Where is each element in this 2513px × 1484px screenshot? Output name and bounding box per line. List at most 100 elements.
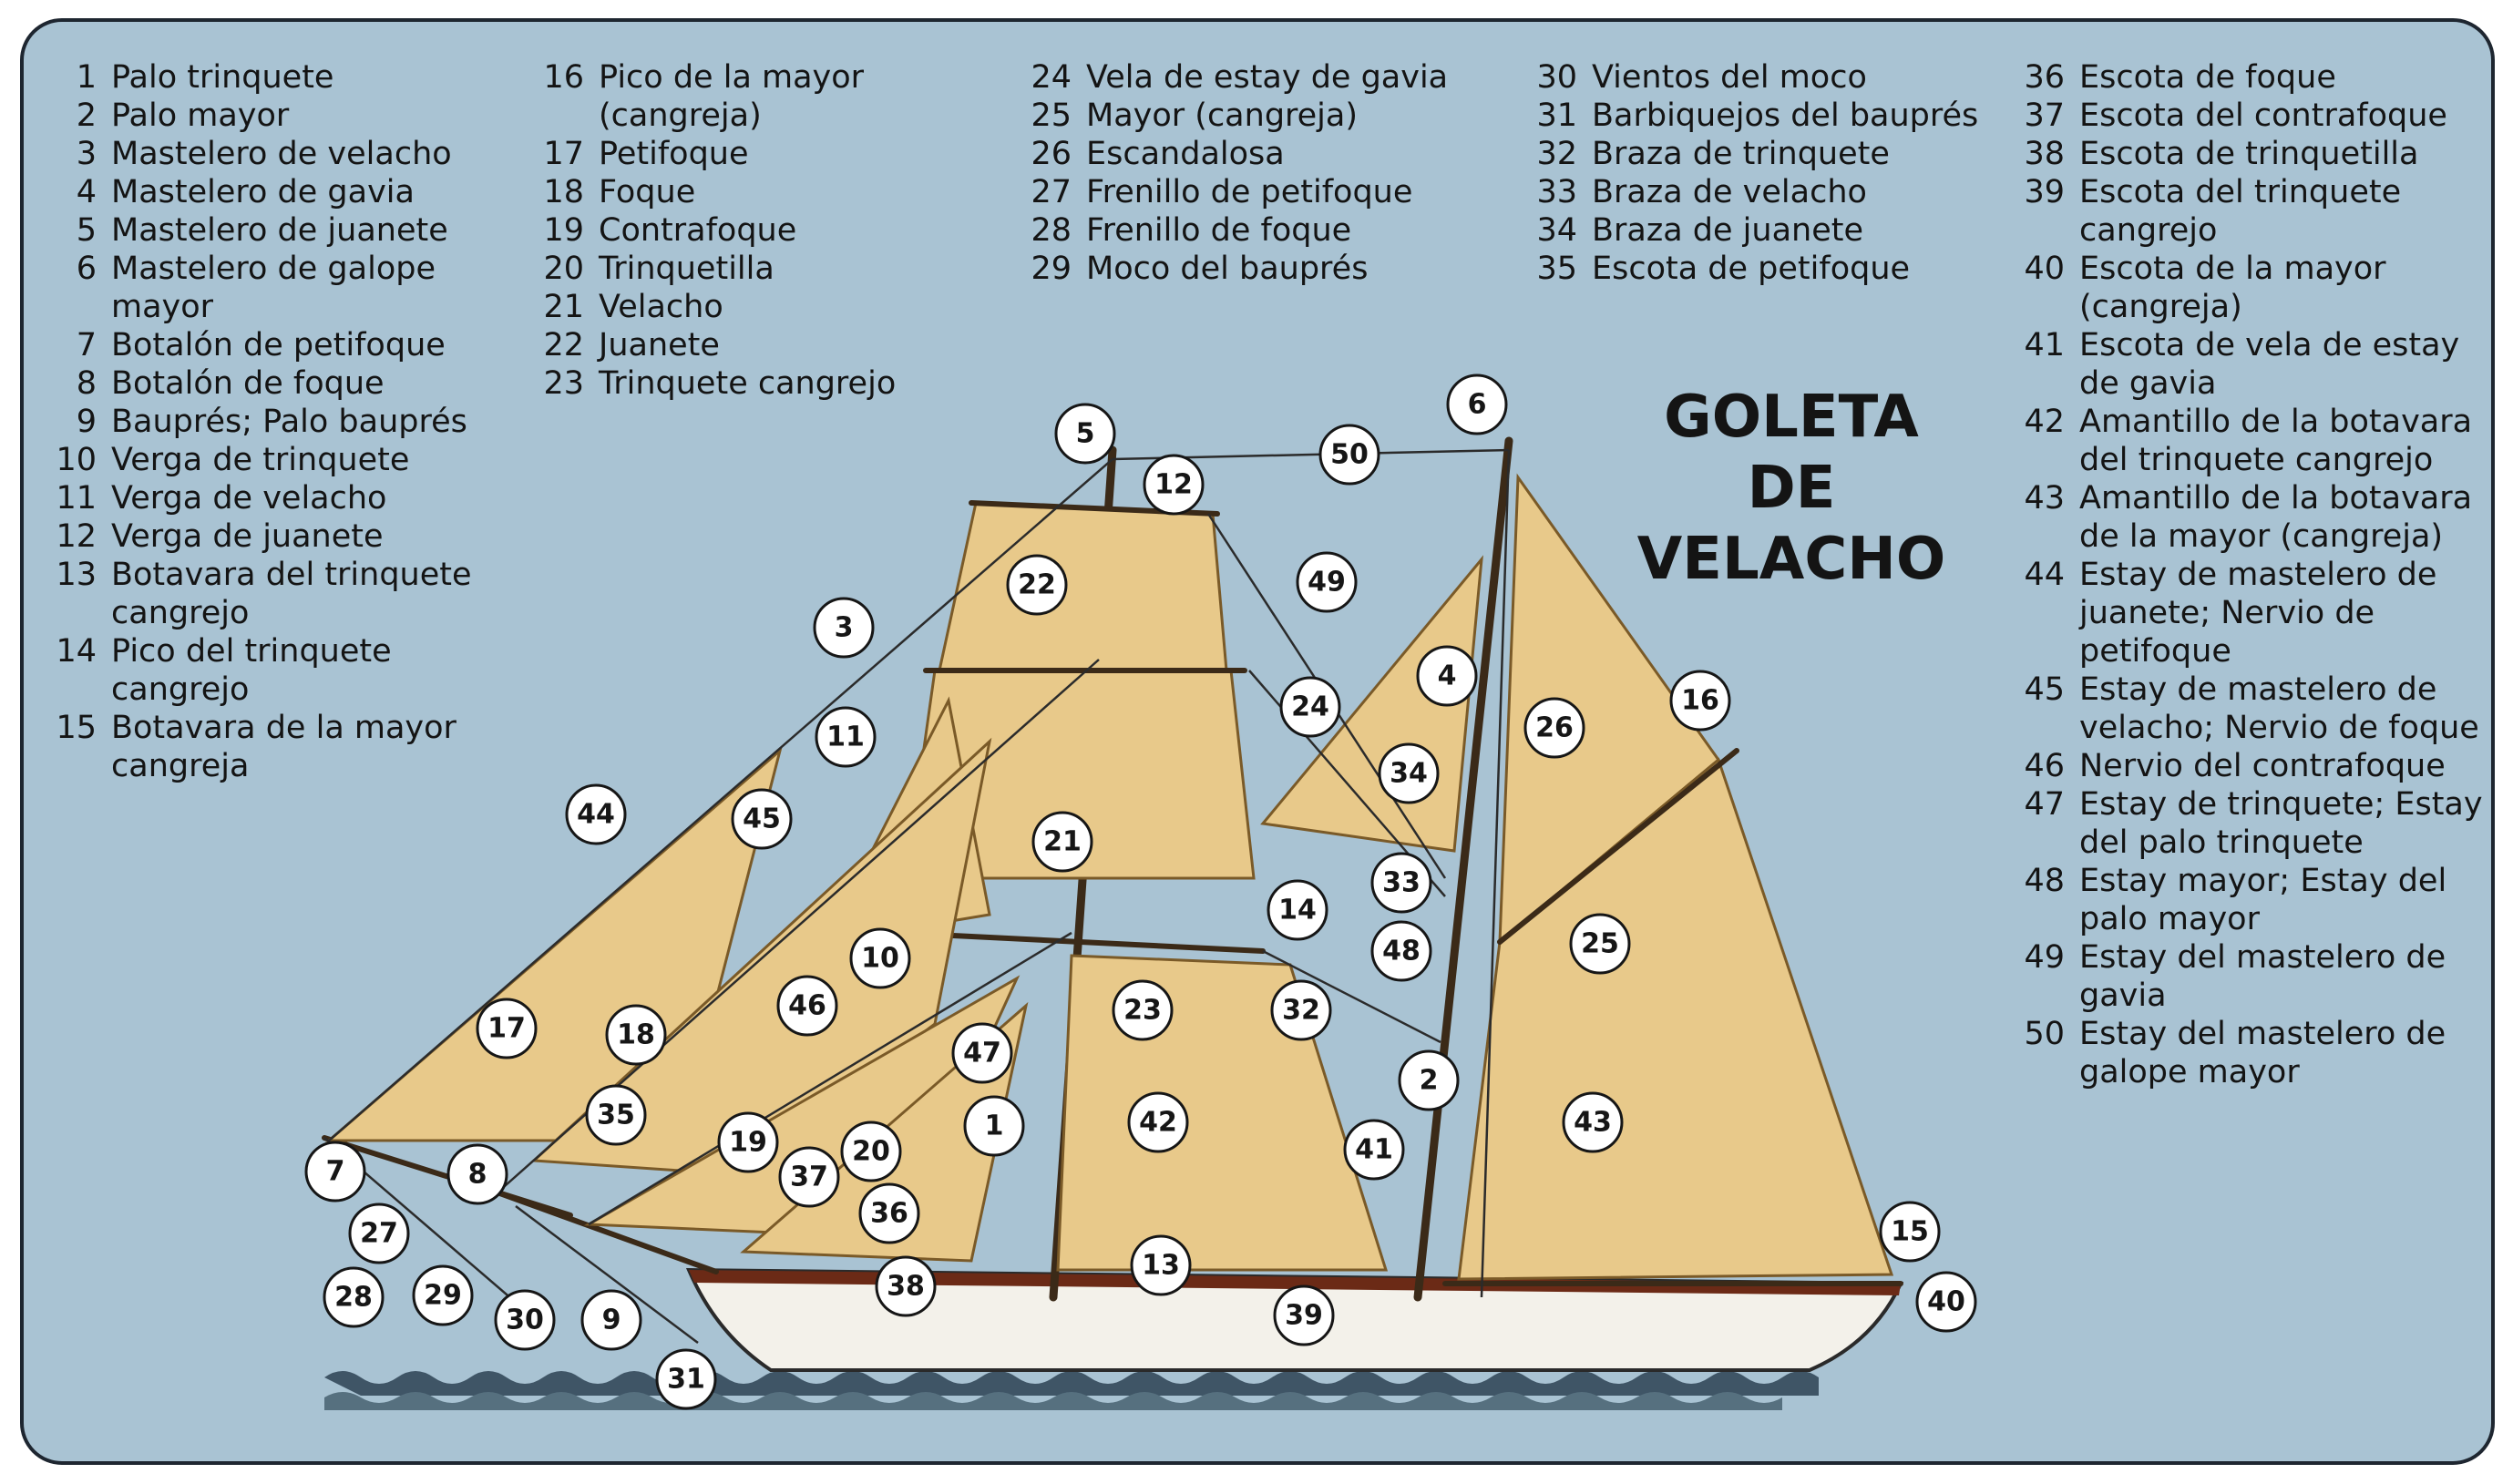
callout-2: 2	[1398, 1049, 1460, 1111]
callout-21: 21	[1031, 811, 1093, 873]
callout-29: 29	[412, 1264, 474, 1326]
legend-number: 35	[1536, 251, 1577, 287]
callout-label: 34	[1390, 758, 1428, 790]
callout-circle	[655, 1348, 717, 1410]
legend-number: 9	[76, 404, 97, 440]
legend-text: Escota de trinquetilla	[2079, 136, 2419, 172]
legend-number: 8	[76, 365, 97, 402]
callout-49: 49	[1296, 551, 1358, 613]
callout-label: 28	[334, 1282, 373, 1314]
callout-label: 21	[1043, 826, 1082, 858]
callout-36: 36	[858, 1182, 920, 1244]
legend-text: Estay del mastelero de galope mayor	[2079, 1016, 2446, 1090]
legend-text: Vela de estay de gavia	[1086, 59, 1449, 96]
legend-text: Escota de petifoque	[1592, 251, 1911, 287]
callout-6: 6	[1446, 374, 1508, 435]
callout-circle	[1054, 403, 1116, 465]
legend-number: 21	[543, 289, 584, 325]
legend-number: 36	[2024, 59, 2065, 96]
callout-1: 1	[963, 1095, 1025, 1157]
legend-text: Escota de foque	[2079, 59, 2336, 96]
callout-circle	[446, 1143, 508, 1205]
callout-45: 45	[731, 788, 793, 850]
callout-12: 12	[1143, 454, 1205, 516]
callout-42: 42	[1127, 1091, 1189, 1153]
legend-number: 16	[543, 59, 584, 96]
callout-label: 5	[1076, 418, 1095, 450]
legend-text: Escota del trinquete cangrejo	[2079, 174, 2402, 249]
callout-circle	[1378, 742, 1440, 804]
legend-text: Velacho	[599, 289, 723, 325]
callout-17: 17	[476, 998, 538, 1059]
legend-text: Mastelero de gavia	[111, 174, 415, 210]
legend-number: 2	[76, 97, 97, 134]
legend-number: 48	[2024, 863, 2065, 899]
legend-text: Escandalosa	[1086, 136, 1285, 172]
diagram-title: GOLETA DE VELACHO	[1636, 382, 1946, 595]
callout-circle	[1273, 1284, 1335, 1346]
callout-circle	[494, 1289, 556, 1351]
callout-circle	[1446, 374, 1508, 435]
callout-label: 13	[1142, 1250, 1180, 1282]
callout-20: 20	[840, 1121, 902, 1182]
legend-text: Foque	[599, 174, 696, 210]
callout-circle	[1879, 1201, 1941, 1263]
callout-24: 24	[1279, 676, 1341, 738]
callout-4: 4	[1416, 645, 1478, 707]
legend-number: 26	[1031, 136, 1072, 172]
legend-number: 1	[76, 59, 97, 96]
legend-number: 7	[76, 327, 97, 363]
title-line: VELACHO	[1636, 526, 1946, 593]
callout-3: 3	[813, 597, 875, 659]
callout-label: 44	[577, 799, 615, 831]
legend-text: Verga de trinquete	[111, 442, 410, 478]
callout-circle	[1267, 879, 1328, 941]
callout-circle	[731, 788, 793, 850]
callout-label: 11	[826, 722, 865, 753]
legend-number: 22	[543, 327, 584, 363]
callout-circle	[1318, 424, 1380, 486]
callout-13: 13	[1130, 1234, 1192, 1296]
legend-number: 39	[2024, 174, 2065, 210]
mainmast	[1413, 436, 1513, 1302]
callout-circle	[813, 597, 875, 659]
callout-label: 35	[597, 1100, 635, 1131]
callout-circle	[875, 1255, 937, 1317]
callout-circle	[717, 1111, 779, 1173]
callout-14: 14	[1267, 879, 1328, 941]
legend-text: Estay mayor; Estay del palo mayor	[2079, 863, 2447, 937]
legend-text: Nervio del contrafoque	[2079, 748, 2446, 784]
legend-number: 25	[1031, 97, 1072, 134]
callout-47: 47	[951, 1022, 1013, 1084]
legend-number: 6	[76, 251, 97, 287]
callout-circle	[1343, 1119, 1405, 1181]
callout-label: 31	[667, 1364, 705, 1396]
legend-text: Trinquete cangrejo	[599, 365, 897, 402]
callout-5: 5	[1054, 403, 1116, 465]
legend-item: 18 Foque	[529, 173, 985, 211]
legend-text: Botavara del trinquete cangrejo	[111, 557, 472, 631]
callout-circle	[840, 1121, 902, 1182]
callout-label: 20	[852, 1136, 890, 1168]
legend-text: Estay del mastelero de gavia	[2079, 939, 2446, 1014]
callout-15: 15	[1879, 1201, 1941, 1263]
legend-number: 18	[543, 174, 584, 210]
callout-27: 27	[348, 1203, 410, 1264]
legend-number: 11	[56, 480, 97, 517]
legend-text: Braza de trinquete	[1592, 136, 1890, 172]
callout-circle	[951, 1022, 1013, 1084]
